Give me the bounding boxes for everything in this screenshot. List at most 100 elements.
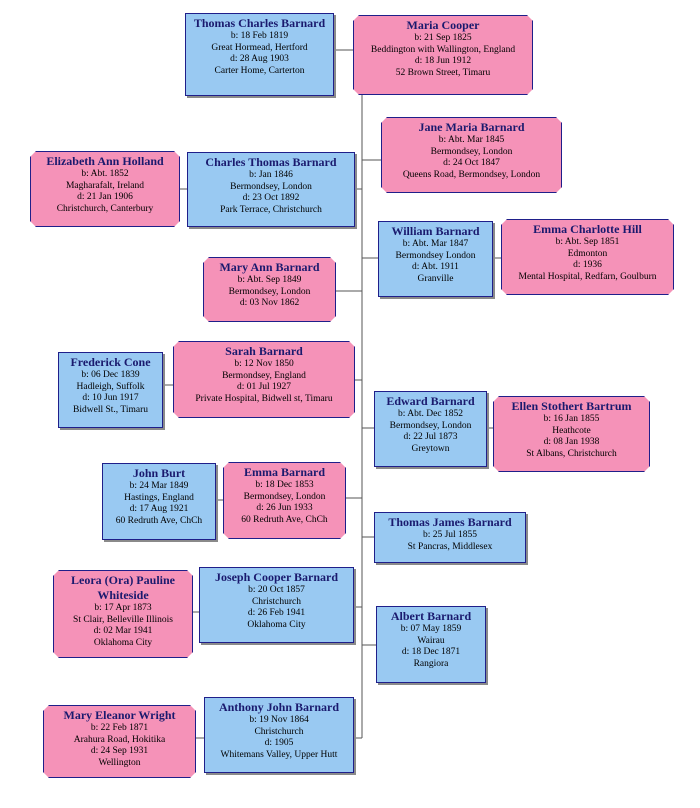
person-william-barnard[interactable]: William Barnard b: Abt. Mar 1847 Bermond…: [378, 221, 493, 297]
person-birth-date: b: Jan 1846: [249, 170, 293, 180]
person-death-place: Wellington: [98, 757, 141, 768]
person-death-date: d: 18 Jun 1912: [414, 56, 472, 66]
person-death-place: Rangiora: [413, 658, 449, 669]
person-death-date: d: 24 Sep 1931: [90, 746, 149, 756]
person-joseph-cooper-barnard[interactable]: Joseph Cooper Barnard b: 20 Oct 1857 Chr…: [199, 567, 354, 643]
person-death-place: 60 Redruth Ave, ChCh: [241, 514, 328, 525]
person-frederick-cone[interactable]: Frederick Cone b: 06 Dec 1839 Hadleigh, …: [58, 352, 163, 428]
person-name: Albert Barnard: [390, 609, 472, 623]
person-name: Charles Thomas Barnard: [205, 155, 337, 169]
person-charles-thomas-barnard[interactable]: Charles Thomas Barnard b: Jan 1846 Bermo…: [187, 152, 355, 227]
person-death-place: Mental Hospital, Redfarn, Goulburn: [518, 271, 657, 282]
person-death-date: d: 03 Nov 1862: [239, 298, 300, 308]
person-death-place: Whitemans Valley, Upper Hutt: [220, 749, 338, 760]
person-john-burt[interactable]: John Burt b: 24 Mar 1849 Hastings, Engla…: [102, 463, 216, 540]
person-death-place: Granville: [417, 273, 454, 284]
person-name: Maria Cooper: [406, 18, 480, 32]
person-anthony-john-barnard[interactable]: Anthony John Barnard b: 19 Nov 1864 Chri…: [204, 697, 354, 773]
person-birth-date: b: 21 Sep 1825: [414, 33, 472, 43]
person-leora-pauline-whiteside[interactable]: Leora (Ora) Pauline Whiteside b: 17 Apr …: [53, 570, 193, 658]
person-birth-place: Magharafalt, Ireland: [65, 180, 145, 191]
person-death-date: d: 28 Aug 1903: [230, 54, 289, 64]
person-name: Jane Maria Barnard: [418, 120, 525, 134]
person-birth-date: b: 12 Nov 1850: [234, 359, 294, 369]
person-birth-place: Bermondsey, London: [230, 181, 312, 192]
person-maria-cooper[interactable]: Maria Cooper b: 21 Sep 1825 Beddington w…: [353, 15, 533, 95]
person-death-date: d: 18 Dec 1871: [401, 647, 461, 657]
person-mary-eleanor-wright[interactable]: Mary Eleanor Wright b: 22 Feb 1871 Arahu…: [43, 705, 196, 778]
person-birth-date: b: 18 Feb 1819: [230, 31, 289, 41]
person-death-place: Oklahoma City: [247, 619, 306, 630]
person-death-date: d: 1905: [264, 738, 294, 748]
person-death-place: Oklahoma City: [93, 637, 153, 648]
person-birth-date: b: Abt. Mar 1847: [402, 239, 469, 249]
person-birth-date: b: 25 Jul 1855: [422, 530, 478, 540]
person-death-date: d: 23 Oct 1892: [242, 193, 300, 203]
person-death-place: Queens Road, Bermondsey, London: [402, 169, 541, 180]
person-death-place: 52 Brown Street, Timaru: [395, 67, 491, 78]
person-name: Elizabeth Ann Holland: [46, 154, 164, 168]
person-death-place: Greytown: [411, 443, 450, 454]
person-name: John Burt: [132, 466, 186, 480]
person-name: Mary Eleanor Wright: [63, 708, 176, 722]
person-albert-barnard[interactable]: Albert Barnard b: 07 May 1859 Wairau d: …: [376, 606, 486, 683]
person-thomas-charles-barnard[interactable]: Thomas Charles Barnard b: 18 Feb 1819 Gr…: [185, 13, 334, 96]
person-name: Anthony John Barnard: [218, 700, 340, 714]
person-birth-date: b: Abt. Sep 1851: [555, 237, 620, 247]
person-birth-place: Bermondsey, London: [389, 420, 472, 431]
person-death-date: d: 17 Aug 1921: [129, 504, 189, 514]
person-death-place: Bidwell St., Timaru: [73, 404, 148, 415]
person-death-date: d: 1936: [573, 260, 602, 270]
person-name: Leora (Ora) Pauline Whiteside: [71, 573, 175, 602]
person-birth-date: b: 19 Nov 1864: [249, 715, 309, 725]
person-elizabeth-ann-holland[interactable]: Elizabeth Ann Holland b: Abt. 1852 Magha…: [30, 151, 180, 227]
person-birth-date: b: 24 Mar 1849: [129, 481, 189, 491]
person-death-date: d: 26 Feb 1941: [247, 608, 306, 618]
person-birth-place: Bermondsey London: [395, 250, 476, 261]
person-death-place: Park Terrace, Christchurch: [220, 204, 322, 215]
person-death-place: Private Hospital, Bidwell st, Timaru: [195, 393, 333, 404]
person-jane-maria-barnard[interactable]: Jane Maria Barnard b: Abt. Mar 1845 Berm…: [381, 117, 562, 193]
person-edward-barnard[interactable]: Edward Barnard b: Abt. Dec 1852 Bermonds…: [374, 391, 487, 467]
person-birth-date: b: 07 May 1859: [400, 624, 462, 634]
person-birth-date: b: 17 Apr 1873: [94, 603, 152, 613]
person-death-date: d: 02 Mar 1941: [93, 626, 153, 636]
person-death-date: d: 10 Jun 1917: [82, 393, 139, 403]
person-name: Emma Barnard: [244, 465, 325, 479]
person-name: William Barnard: [391, 224, 480, 238]
person-birth-date: b: 16 Jan 1855: [543, 414, 600, 424]
person-ellen-stothert-bartrum[interactable]: Ellen Stothert Bartrum b: 16 Jan 1855 He…: [493, 396, 650, 472]
person-mary-ann-barnard[interactable]: Mary Ann Barnard b: Abt. Sep 1849 Bermon…: [203, 257, 336, 322]
person-name: Thomas James Barnard: [388, 515, 512, 529]
person-birth-place: Great Hormead, Hertford: [211, 42, 308, 53]
person-birth-date: b: 22 Feb 1871: [90, 723, 149, 733]
person-birth-date: b: Abt. Mar 1845: [438, 135, 505, 145]
person-emma-charlotte-hill[interactable]: Emma Charlotte Hill b: Abt. Sep 1851 Edm…: [501, 219, 674, 295]
person-name: Ellen Stothert Bartrum: [511, 399, 632, 413]
person-birth-place: Hastings, England: [124, 492, 194, 503]
person-birth-place: Bermondsey, England: [222, 370, 306, 381]
person-birth-place: Arahura Road, Hokitika: [73, 734, 166, 745]
person-name: Joseph Cooper Barnard: [214, 570, 339, 584]
person-birth-place: Bermondsey, London: [243, 491, 326, 502]
person-birth-date: b: Abt. Sep 1849: [237, 275, 302, 285]
person-name: Edward Barnard: [386, 394, 475, 408]
person-name: Thomas Charles Barnard: [193, 16, 326, 30]
person-death-date: d: 22 Jul 1873: [403, 432, 458, 442]
person-thomas-james-barnard[interactable]: Thomas James Barnard b: 25 Jul 1855 St P…: [374, 512, 526, 563]
person-name: Sarah Barnard: [225, 344, 303, 358]
person-birth-place: Wairau: [417, 635, 445, 646]
person-emma-barnard[interactable]: Emma Barnard b: 18 Dec 1853 Bermondsey, …: [223, 462, 346, 539]
person-birth-place: St Clair, Belleville Illinois: [73, 614, 173, 625]
person-birth-date: b: 06 Dec 1839: [81, 370, 140, 380]
person-birth-place: Bermondsey, London: [228, 286, 311, 297]
person-death-date: d: Abt. 1911: [412, 262, 459, 272]
person-death-place: St Albans, Christchurch: [526, 448, 617, 459]
person-name: Emma Charlotte Hill: [533, 222, 642, 236]
person-birth-place: St Pancras, Middlesex: [407, 541, 493, 552]
person-sarah-barnard[interactable]: Sarah Barnard b: 12 Nov 1850 Bermondsey,…: [173, 341, 355, 418]
person-birth-place: Christchurch: [254, 726, 304, 737]
person-birth-place: Beddington with Wallington, England: [370, 44, 516, 55]
person-birth-place: Hadleigh, Suffolk: [76, 381, 145, 392]
